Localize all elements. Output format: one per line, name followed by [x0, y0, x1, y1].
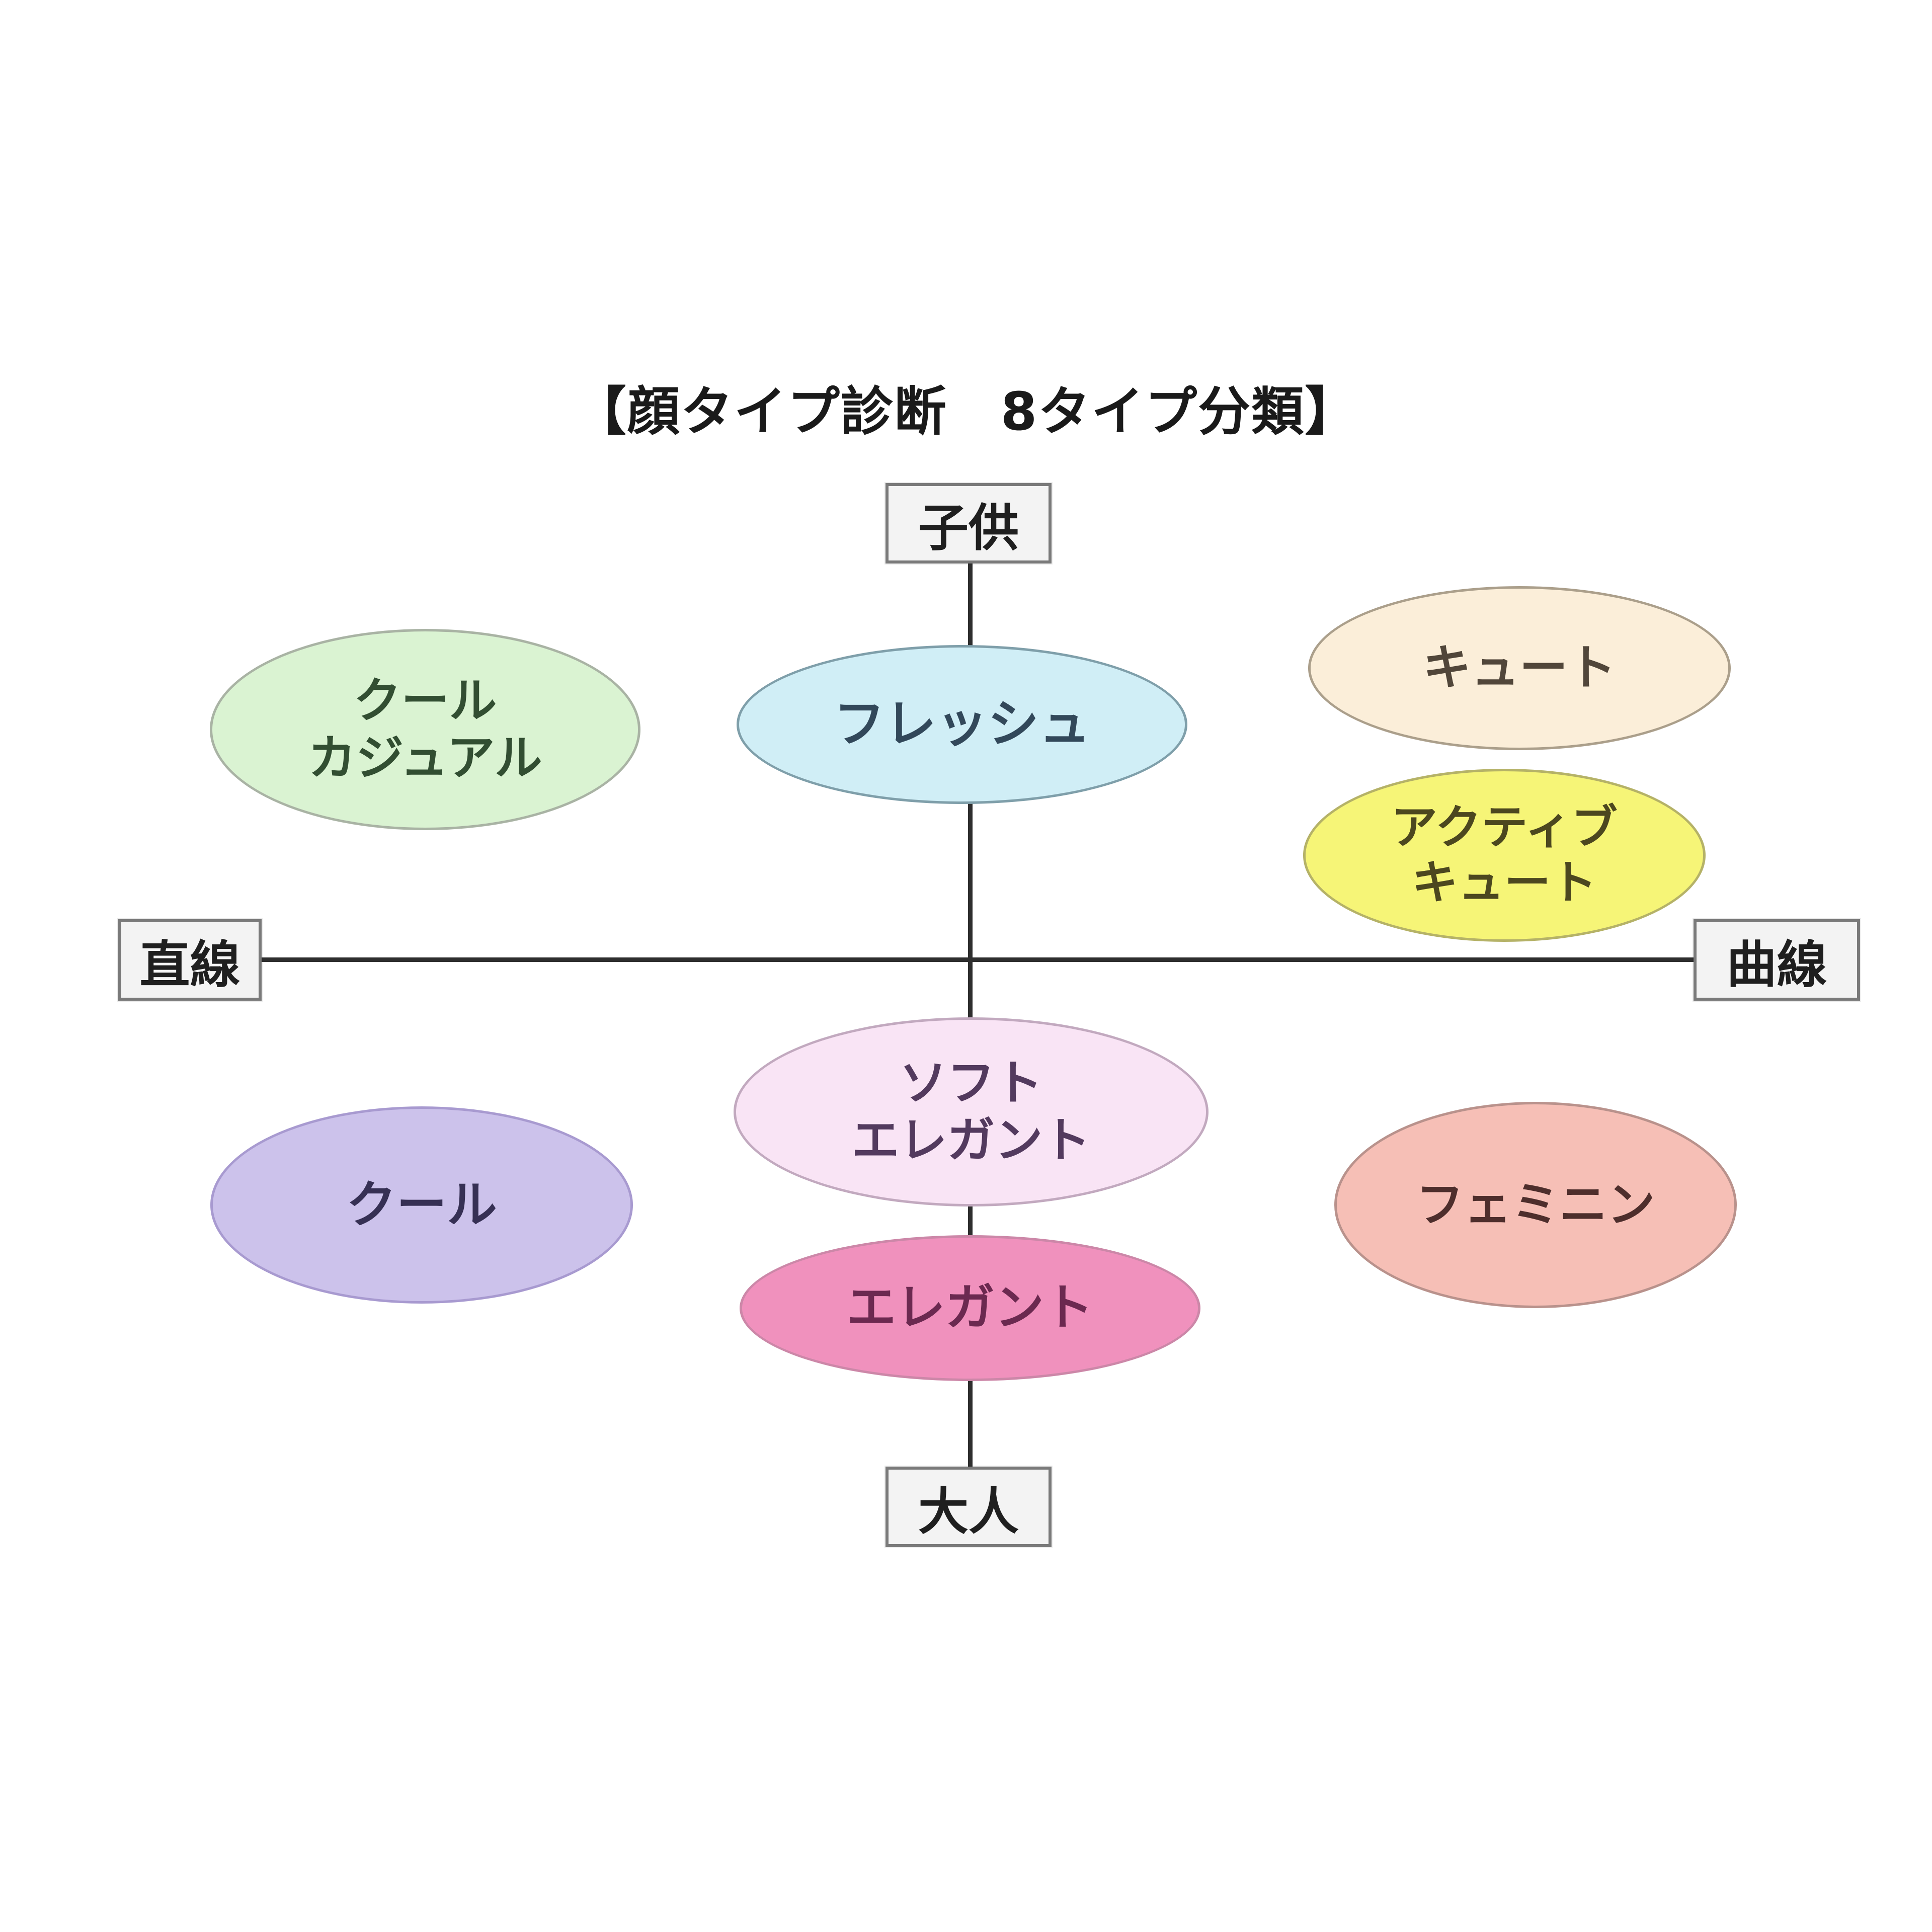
axis-box-adult-label: 大人	[918, 1482, 1019, 1541]
type-label: エレガント	[851, 1113, 1091, 1168]
type-ellipse-cute: キュート	[1308, 586, 1731, 750]
vertical-axis-line	[968, 564, 973, 1467]
type-label: エレガント	[846, 1279, 1093, 1337]
type-label: フェミニン	[1416, 1177, 1655, 1233]
axis-box-straight: 直線	[118, 919, 262, 1001]
type-label: ソフト	[899, 1056, 1043, 1111]
type-label: キュート	[1423, 639, 1616, 696]
axis-box-curve: 曲線	[1694, 919, 1860, 1001]
type-label: フレッシュ	[834, 694, 1090, 754]
type-ellipse-active-cute: アクティブ キュート	[1303, 769, 1706, 942]
type-ellipse-soft-elegant: ソフト エレガント	[734, 1017, 1209, 1206]
type-ellipse-cool-casual: クール カジュアル	[210, 629, 640, 830]
axis-box-adult: 大人	[886, 1467, 1052, 1547]
axis-box-straight-label: 直線	[139, 935, 240, 994]
horizontal-axis-line	[262, 957, 1694, 962]
type-label: クール	[346, 1175, 497, 1234]
type-ellipse-cool: クール	[210, 1106, 633, 1304]
axis-box-child-label: 子供	[918, 498, 1019, 557]
type-label: クール	[353, 673, 497, 729]
type-label: キュート	[1411, 856, 1597, 910]
axis-box-curve-label: 曲線	[1726, 935, 1827, 994]
type-ellipse-fresh: フレッシュ	[737, 645, 1187, 804]
axis-box-child: 子供	[886, 483, 1052, 564]
type-ellipse-elegant: エレガント	[740, 1235, 1200, 1381]
type-ellipse-feminine: フェミニン	[1334, 1102, 1737, 1308]
type-label: アクティブ	[1391, 800, 1618, 854]
diagram-title: 【顔タイプ診断 8タイプ分類】	[574, 381, 1358, 442]
type-label: カジュアル	[308, 731, 542, 786]
